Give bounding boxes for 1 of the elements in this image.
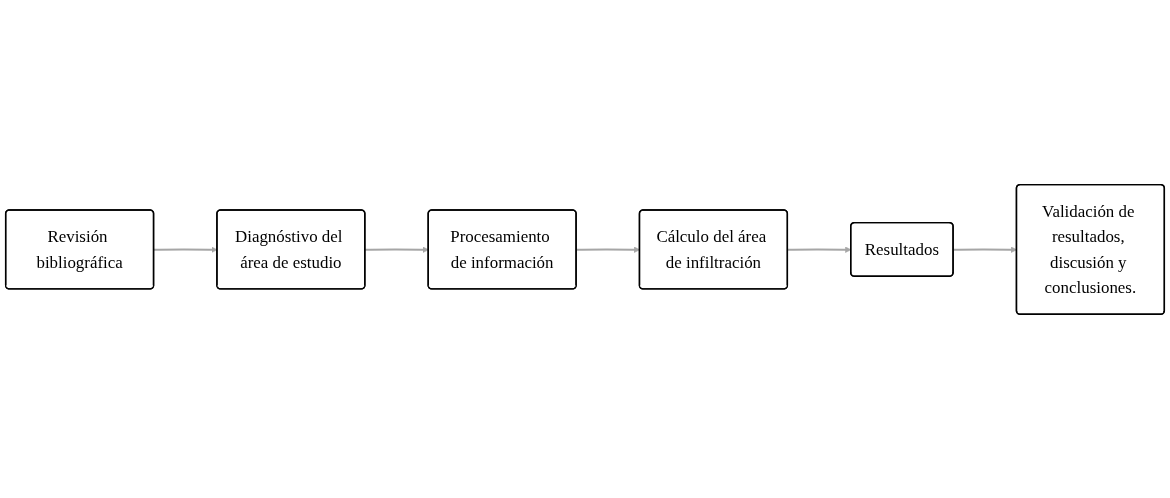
arrow [365,246,429,253]
